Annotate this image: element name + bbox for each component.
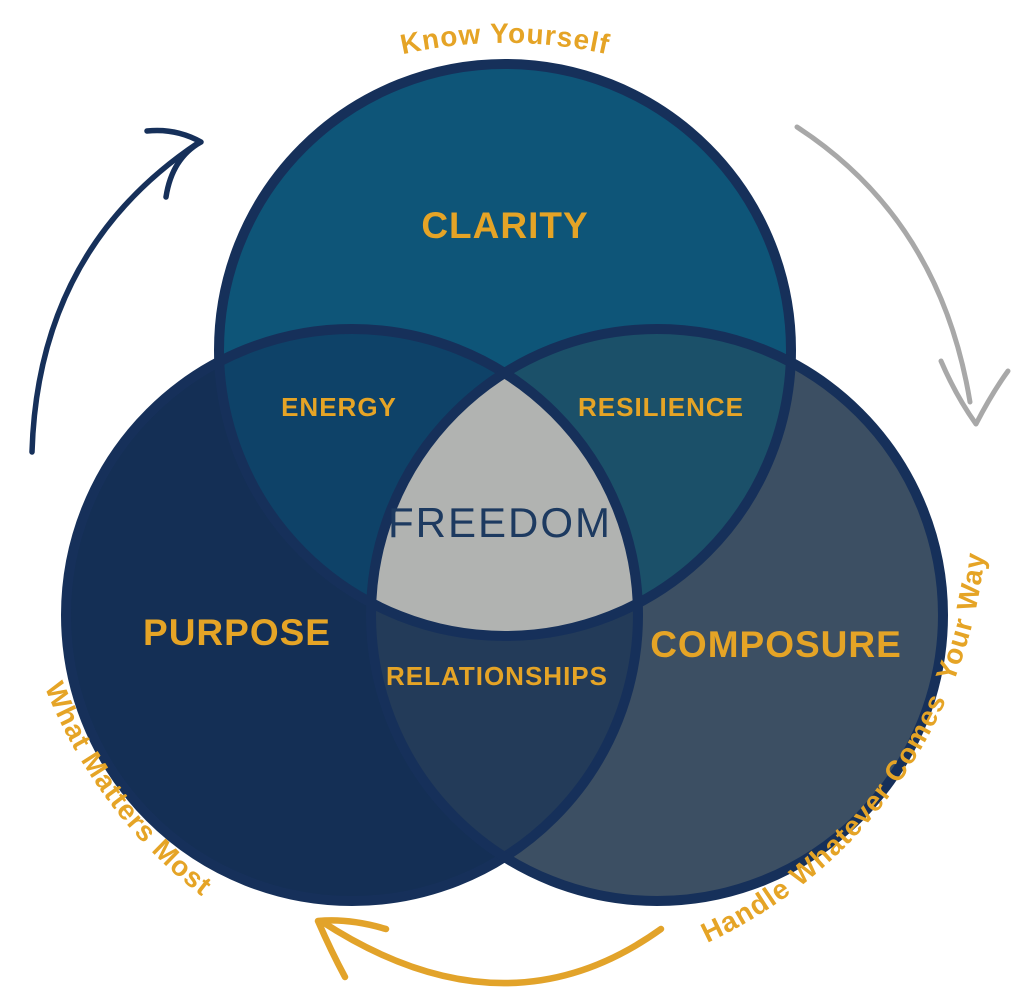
resilience-label: RESILIENCE (578, 392, 744, 422)
clarity-label: CLARITY (421, 205, 588, 246)
composure-outline (366, 324, 948, 906)
purpose-outline (61, 324, 643, 906)
relationships-label: RELATIONSHIPS (386, 661, 608, 691)
cycle-arrow-right-icon (794, 124, 1011, 427)
composure-label: COMPOSURE (650, 624, 902, 665)
energy-label: ENERGY (281, 392, 397, 422)
freedom-label: FREEDOM (388, 499, 612, 546)
cycle-arrow-top-left-icon (29, 127, 204, 455)
cycle-arrow-bottom-icon (314, 917, 665, 987)
purpose-label: PURPOSE (143, 612, 331, 653)
know-yourself-tagline: Know Yourself (398, 18, 613, 60)
clarity-outline (214, 59, 796, 641)
